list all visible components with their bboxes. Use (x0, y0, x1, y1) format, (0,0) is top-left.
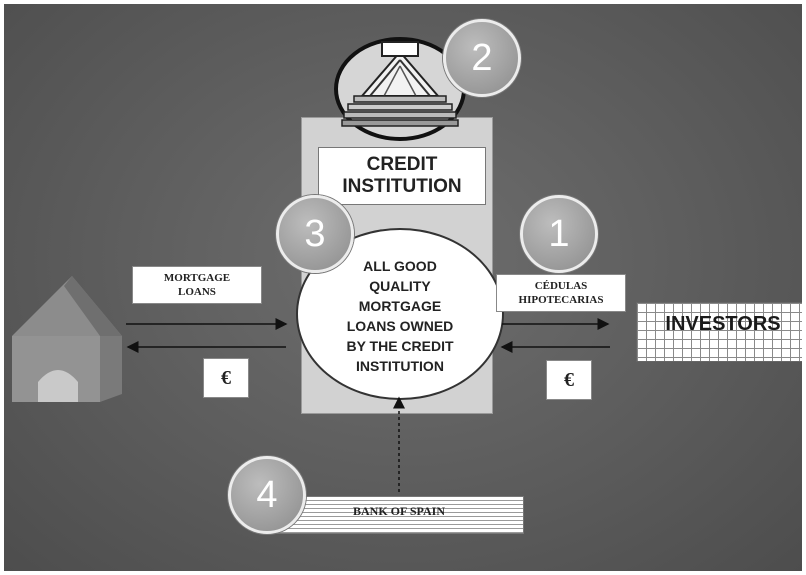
step-2-circle: 2 (443, 19, 521, 97)
bank-building-icon (334, 37, 466, 141)
house-icon (12, 276, 122, 402)
step-3-circle: 3 (276, 195, 354, 273)
investors-label: INVESTORS (665, 313, 781, 335)
flow-arrows (126, 318, 610, 492)
euro-left-label: € (203, 358, 249, 398)
mortgage-loans-label: MORTGAGE LOANS (132, 266, 262, 304)
credit-institution-title: CREDIT INSTITUTION (318, 147, 486, 205)
step-4-circle: 4 (228, 456, 306, 534)
step-1-circle: 1 (520, 195, 598, 273)
chalkboard-background: CREDIT INSTITUTION ALL GOOD QUALITY MORT… (4, 4, 802, 571)
bank-of-spain-box (276, 496, 524, 534)
mortgage-pool-text: ALL GOOD QUALITY MORTGAGE LOANS OWNED BY… (346, 258, 454, 374)
bank-of-spain-label: BANK OF SPAIN (352, 504, 445, 518)
investors-box (636, 302, 802, 362)
euro-right-label: € (546, 360, 592, 400)
cedulas-label: CÉDULAS HIPOTECARIAS (496, 274, 626, 312)
